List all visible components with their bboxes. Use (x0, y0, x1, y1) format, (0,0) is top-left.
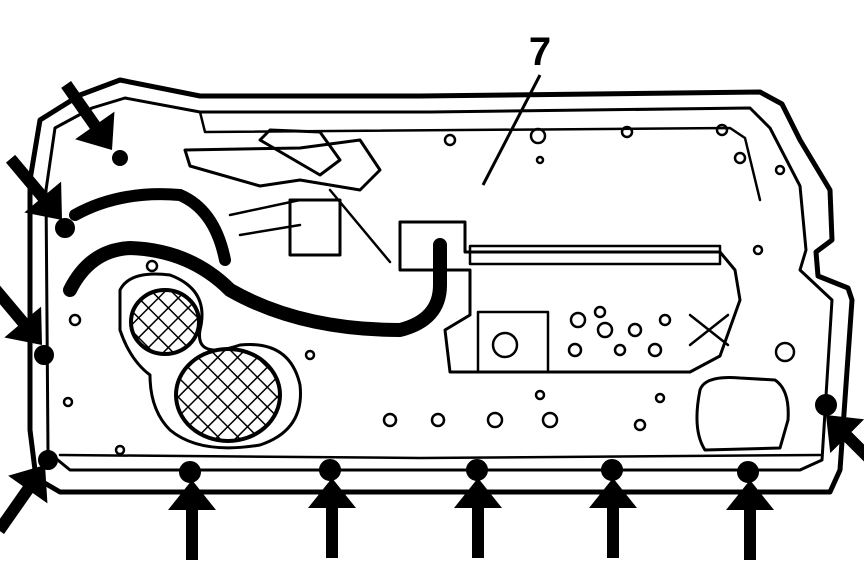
fastener-right (815, 394, 837, 416)
callout-7-leader (481, 74, 542, 186)
door-lower-rail (58, 453, 822, 460)
pointer-arrow (168, 480, 216, 560)
door-upper-rail (198, 110, 762, 202)
regulator-arm (258, 128, 342, 177)
fastener-bottom-4 (601, 459, 623, 481)
fastener-bottom-1 (179, 461, 201, 483)
pointer-arrow (726, 480, 774, 560)
pointer-arrow (0, 279, 42, 345)
wiring-harness-core (66, 241, 444, 334)
fastener-left-1 (55, 218, 75, 238)
pointer-arrow (5, 154, 62, 220)
fastener-bottom-5 (737, 461, 759, 483)
latch-housing (288, 198, 342, 257)
lock-module-holes (567, 305, 672, 358)
fastener-bottom-3 (466, 459, 488, 481)
small-speaker-grille (129, 288, 201, 356)
panel-fasteners (34, 150, 837, 483)
wiring-harness-upper-core (72, 191, 228, 263)
speaker-recess (118, 272, 302, 450)
lock-actuator-knob (491, 331, 519, 359)
latch-rod (228, 188, 392, 264)
large-speaker-grille (174, 347, 282, 443)
pointer-arrow (61, 81, 115, 150)
armrest-recess (695, 376, 790, 452)
fastener-left-3 (38, 450, 58, 470)
window-regulator-frame (183, 138, 382, 192)
lock-module-cross (688, 313, 730, 347)
panel-holes (62, 123, 796, 456)
fastener-top-left (112, 150, 128, 166)
pointer-arrow (0, 465, 48, 534)
fastener-arrows (0, 81, 864, 560)
lock-module (398, 220, 742, 374)
door-inner-edge (44, 96, 834, 472)
wiring-harness (63, 238, 447, 337)
lock-module-top-bar (468, 244, 722, 266)
callout-7-label: 7 (529, 30, 551, 74)
fastener-left-2 (34, 345, 54, 365)
pointer-arrow (454, 478, 502, 558)
pointer-arrow (589, 478, 637, 558)
lock-actuator-box (476, 310, 550, 374)
fastener-bottom-2 (319, 459, 341, 481)
pointer-arrow (308, 478, 356, 558)
pointer-arrow (826, 415, 864, 476)
